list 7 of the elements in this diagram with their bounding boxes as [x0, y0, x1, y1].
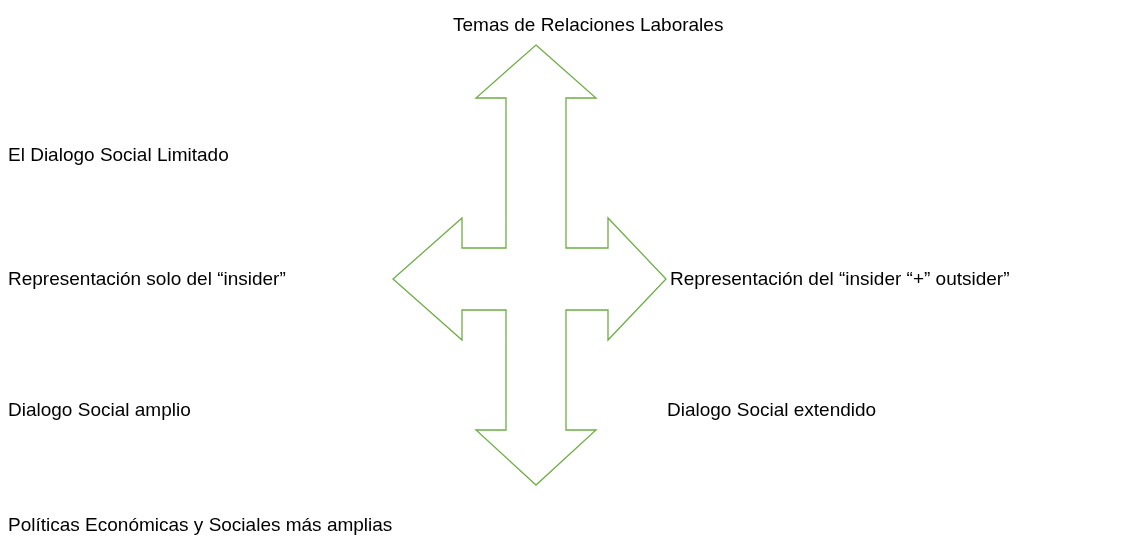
axis-label: Temas de Relaciones Laborales — [453, 14, 724, 36]
axis-label: Dialogo Social amplio — [8, 399, 191, 421]
axis-label: Representación del “insider “+” outsider” — [670, 268, 1010, 290]
axis-label: Representación solo del “insider” — [8, 268, 286, 290]
axis-label: Políticas Económicas y Sociales más amplias — [8, 514, 393, 536]
axis-label: Dialogo Social extendido — [667, 399, 877, 421]
axis-label: El Dialogo Social Limitado — [8, 144, 229, 166]
